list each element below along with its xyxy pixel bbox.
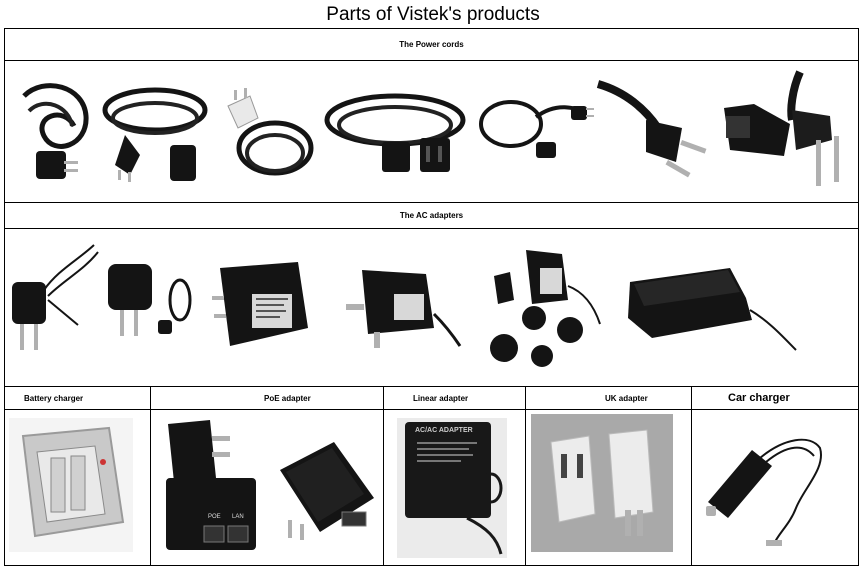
label-car-charger: Car charger — [728, 392, 790, 404]
label-poe-adapter: PoE adapter — [264, 394, 311, 403]
lan-port-label: LAN — [232, 514, 244, 520]
table-divider — [525, 386, 526, 566]
ac-adapter-photo-3 — [212, 258, 312, 354]
ac-adapter-photo-2 — [106, 260, 198, 344]
poe-port-label: POE — [208, 514, 221, 520]
table-divider — [383, 386, 384, 566]
power-cord-photo-3 — [220, 88, 316, 186]
linear-adapter-label: AC/AC ADAPTER — [415, 427, 473, 434]
poe-adapter-photo-2 — [276, 440, 376, 540]
table-divider — [4, 409, 859, 410]
label-uk-adapter: UK adapter — [605, 394, 648, 403]
label-battery-charger: Battery charger — [24, 394, 84, 403]
label-linear-adapter: Linear adapter — [413, 394, 469, 403]
table-divider — [4, 228, 859, 229]
section-header-ac-adapters: The AC adapters — [399, 211, 464, 220]
poe-adapter-photo-1: POE LAN — [160, 418, 260, 554]
power-cord-photo-7 — [720, 70, 846, 190]
section-header-power-cords: The Power cords — [399, 40, 464, 49]
ac-adapter-photo-5 — [488, 246, 606, 368]
car-charger-photo — [704, 428, 826, 558]
power-cord-photo-6 — [596, 80, 712, 186]
table-divider — [4, 202, 859, 203]
page-title: Parts of Vistek's products — [326, 4, 540, 25]
power-cord-photo-2 — [100, 80, 210, 190]
power-cord-photo-5 — [476, 92, 596, 162]
products-table — [4, 28, 859, 566]
table-divider — [150, 386, 151, 566]
ac-adapter-photo-6 — [620, 262, 800, 358]
table-divider — [4, 386, 859, 387]
table-divider — [691, 386, 692, 566]
ac-adapter-photo-4 — [344, 264, 462, 350]
ac-adapter-photo-1 — [8, 240, 102, 360]
battery-charger-photo — [9, 418, 133, 552]
linear-adapter-photo: AC/AC ADAPTER — [397, 418, 507, 558]
power-cord-photo-1 — [14, 66, 94, 190]
table-divider — [4, 60, 859, 61]
uk-adapter-photo — [531, 414, 673, 552]
power-cord-photo-4 — [322, 80, 468, 180]
